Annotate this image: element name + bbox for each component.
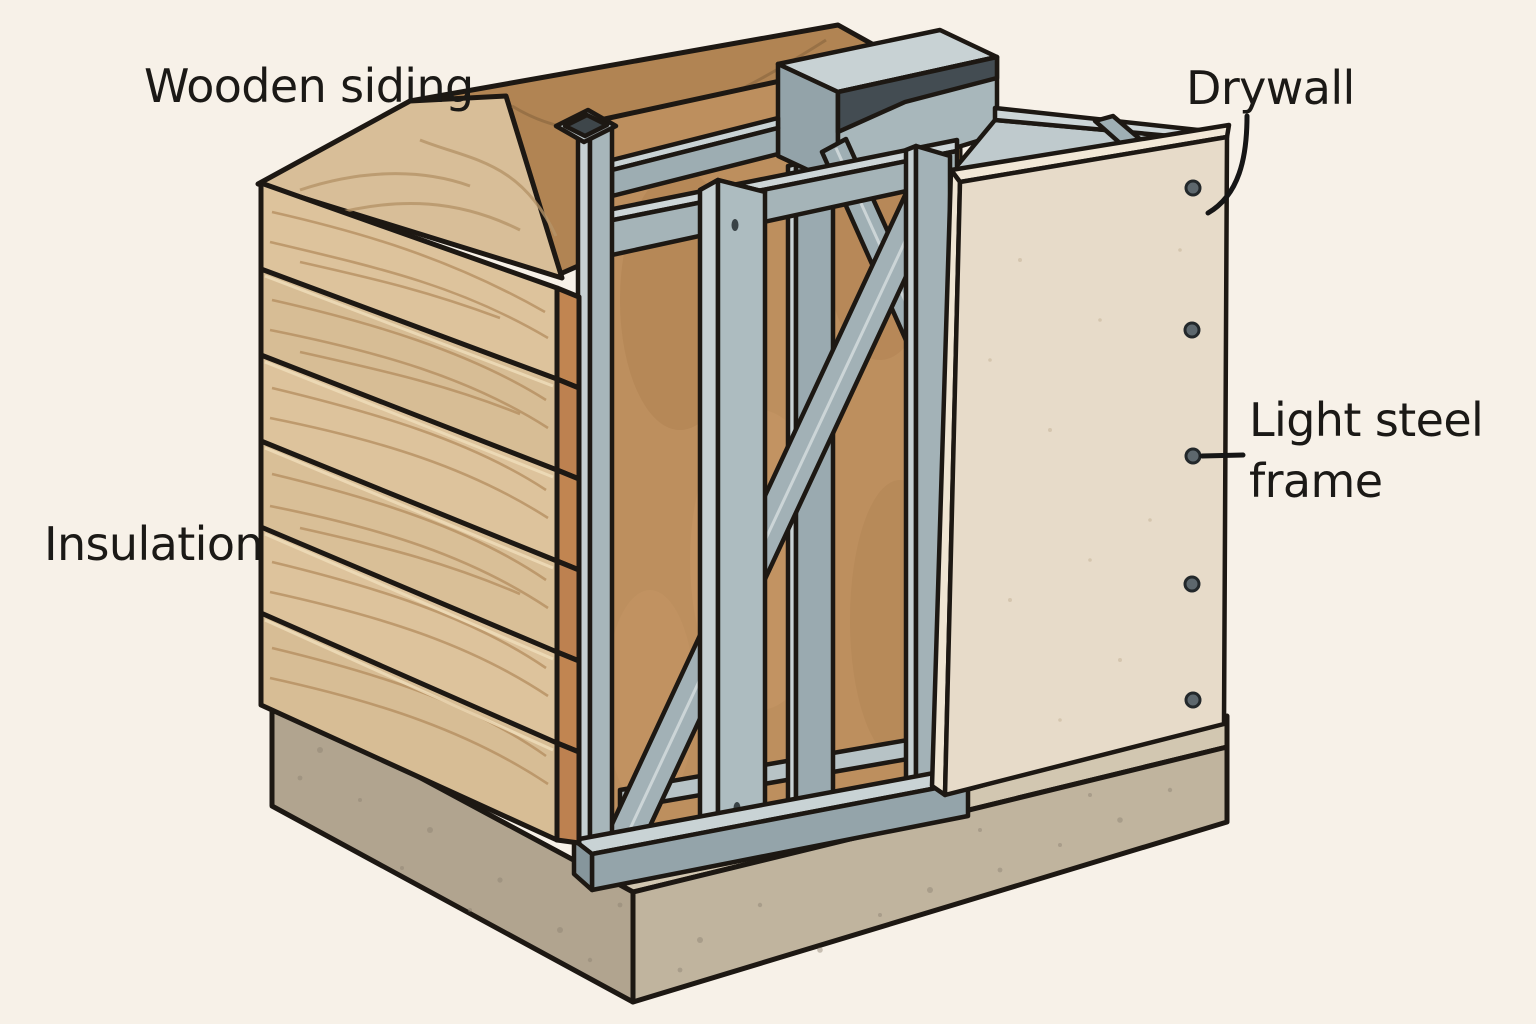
drywall-panel: [929, 122, 1232, 798]
light-steel-frame-label: Light steel frame: [1249, 393, 1484, 508]
leader-lines: [1199, 113, 1250, 459]
bottom-track: [571, 767, 971, 893]
drywall-leader-line: [1205, 113, 1250, 216]
drywall-speckles: [988, 248, 1182, 722]
drywall-label: Drywall: [1186, 61, 1355, 115]
concrete-speckles: [297, 747, 1173, 973]
siding-plank: [258, 610, 582, 846]
wooden-siding-label: Wooden siding: [144, 59, 474, 113]
wooden-siding: [258, 180, 582, 846]
insulation-label: Insulation: [44, 517, 264, 571]
siding-top-lips: [264, 274, 554, 752]
drywall-screws: [1183, 179, 1202, 709]
siding-grain: [269, 210, 549, 786]
middle-stud: [697, 177, 768, 861]
steel-frame-leader-line: [1199, 452, 1246, 459]
insulation-top-grain: [299, 138, 558, 237]
